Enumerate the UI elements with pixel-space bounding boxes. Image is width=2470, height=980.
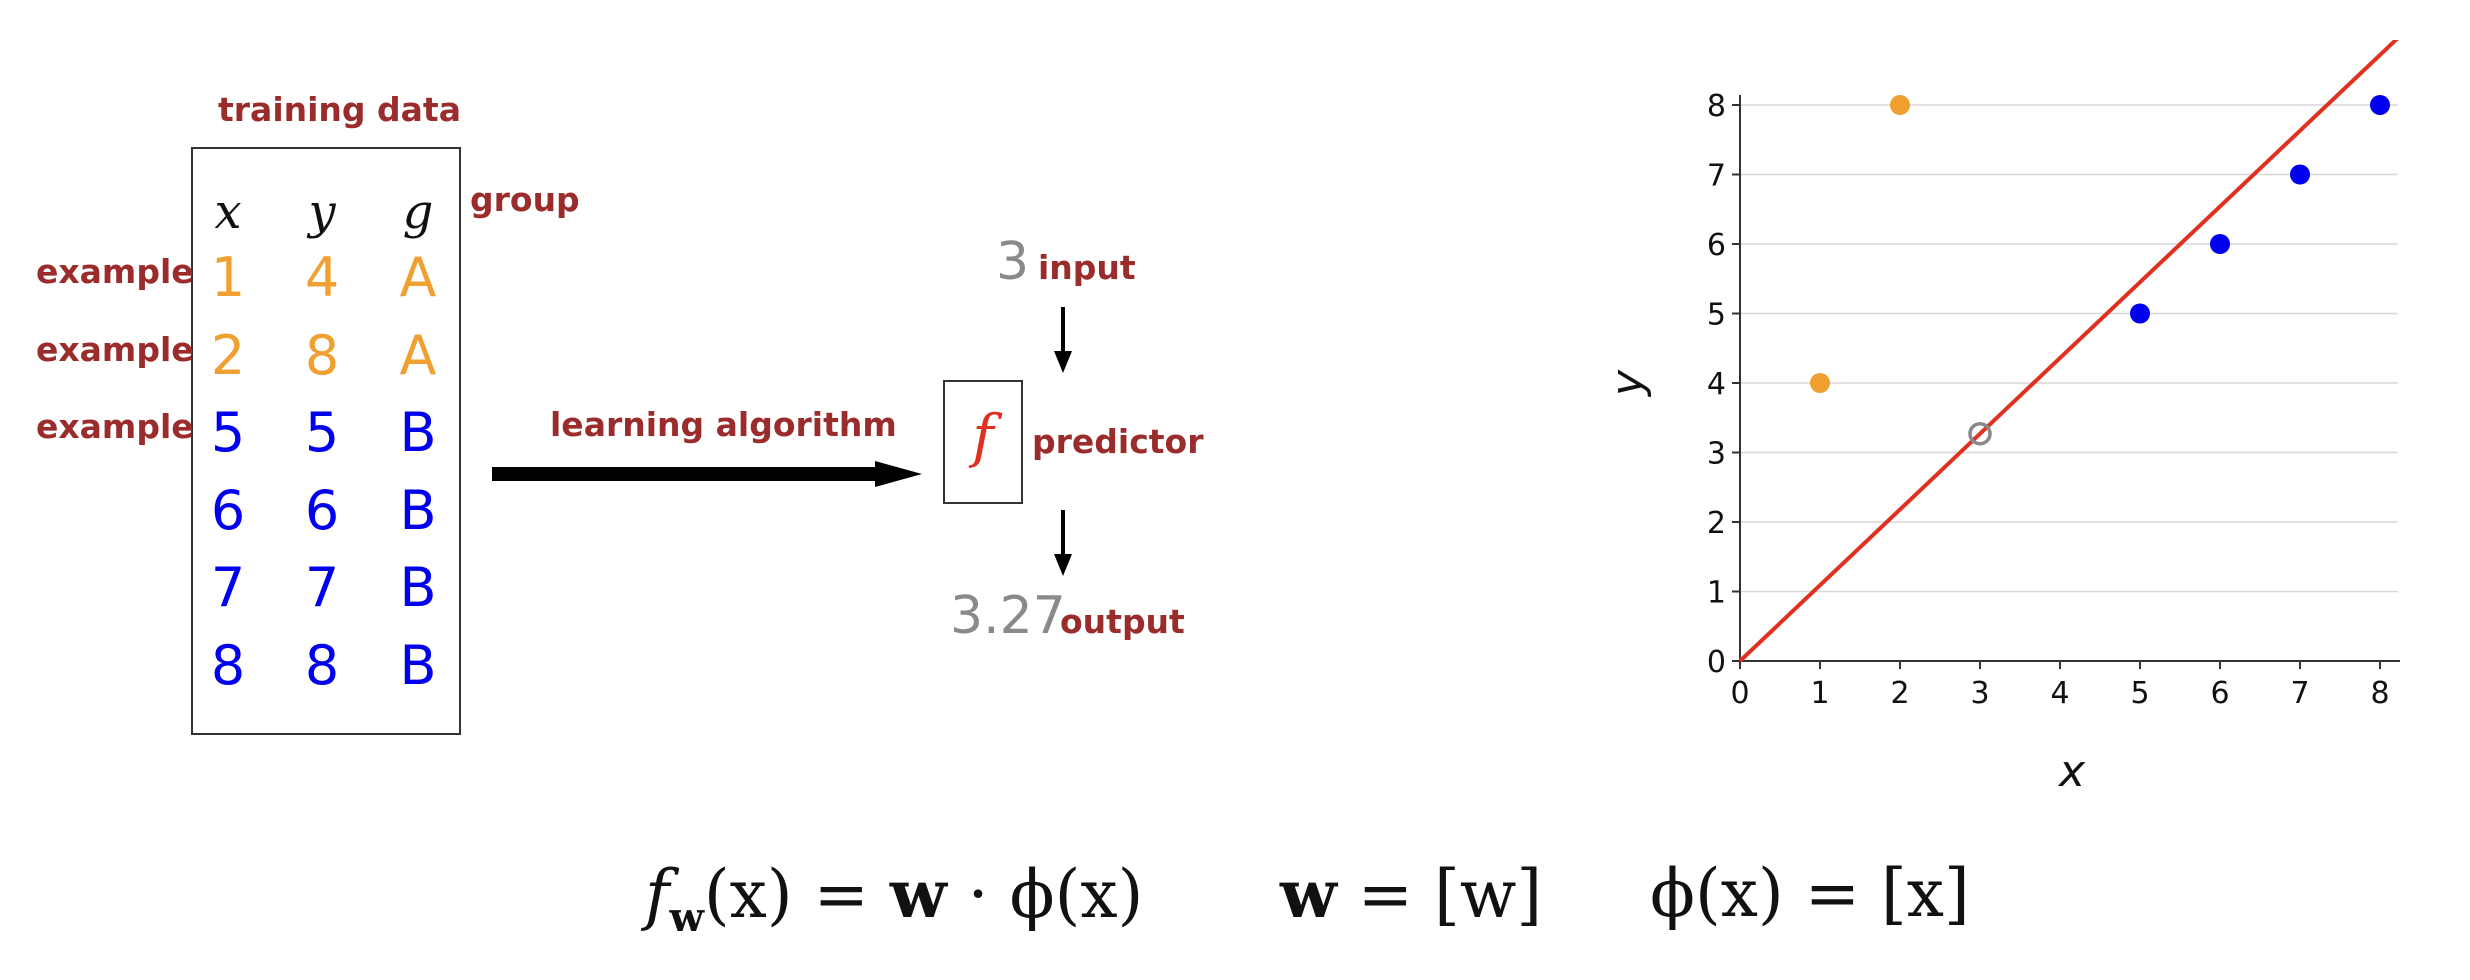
x-tick-label: 7 bbox=[2290, 676, 2309, 711]
training-data-table bbox=[191, 147, 461, 735]
formula-weights-rhs: = [w] bbox=[1336, 856, 1543, 933]
table-cell-g: B bbox=[399, 556, 437, 619]
x-tick-label: 2 bbox=[1890, 676, 1909, 711]
input-label: input bbox=[1038, 248, 1136, 287]
y-axis-label: y bbox=[1602, 369, 1653, 398]
table-cell-g: A bbox=[399, 324, 437, 387]
query-point bbox=[1968, 421, 1992, 446]
y-tick-label: 2 bbox=[1707, 506, 1726, 541]
table-cell-x: 5 bbox=[210, 401, 246, 464]
example-label-3: example bbox=[36, 407, 194, 446]
table-cell-y: 5 bbox=[304, 401, 340, 464]
data-point-group-b bbox=[2130, 303, 2150, 324]
y-tick-label: 0 bbox=[1707, 645, 1726, 680]
formula-w: w bbox=[889, 855, 947, 933]
table-cell-x: 2 bbox=[210, 324, 246, 387]
y-tick-label: 7 bbox=[1707, 159, 1726, 194]
data-point-group-b bbox=[2210, 234, 2230, 254]
predictor-symbol: f bbox=[972, 402, 994, 470]
predictor-label: predictor bbox=[1032, 422, 1204, 461]
formula-weights-w: w bbox=[1280, 855, 1337, 933]
table-cell-y: 8 bbox=[304, 634, 340, 697]
x-tick-label: 6 bbox=[2210, 676, 2229, 711]
formula-model: fw(x) = w · ϕ(x) bbox=[645, 855, 1143, 941]
input-value: 3 bbox=[996, 232, 1030, 292]
table-cell-y: 8 bbox=[304, 324, 340, 387]
formula-f: f bbox=[645, 856, 670, 933]
y-tick-label: 6 bbox=[1707, 228, 1726, 263]
table-cell-x: 7 bbox=[210, 556, 246, 619]
formula-rhs: (x) = bbox=[703, 856, 890, 933]
output-value: 3.27 bbox=[950, 586, 1066, 646]
x-tick-label: 3 bbox=[1970, 676, 1989, 711]
table-cell-x: 1 bbox=[210, 246, 246, 309]
y-tick-label: 8 bbox=[1707, 89, 1726, 124]
formula-dot-phi: · ϕ(x) bbox=[946, 856, 1144, 933]
data-point-group-b bbox=[2290, 164, 2310, 185]
predictor-box bbox=[943, 380, 1023, 504]
header-x: x bbox=[214, 184, 242, 240]
table-cell-g: B bbox=[399, 479, 437, 542]
x-tick-label: 8 bbox=[2370, 676, 2389, 711]
header-y: y bbox=[308, 184, 336, 240]
y-tick-label: 3 bbox=[1707, 437, 1726, 472]
table-cell-g: A bbox=[399, 246, 437, 309]
data-point-group-a bbox=[1810, 373, 1830, 393]
table-cell-x: 8 bbox=[210, 634, 246, 697]
data-point-group-a bbox=[1890, 95, 1910, 115]
group-label: group bbox=[470, 180, 580, 219]
formula-weights: w = [w] bbox=[1280, 855, 1542, 933]
table-cell-y: 7 bbox=[304, 556, 340, 619]
fit-line bbox=[1738, 40, 2399, 663]
y-tick-label: 4 bbox=[1707, 367, 1726, 402]
x-tick-label: 5 bbox=[2130, 676, 2149, 711]
x-tick-label: 0 bbox=[1730, 676, 1749, 711]
example-label-1: example bbox=[36, 252, 194, 291]
example-label-2: example bbox=[36, 330, 194, 369]
x-axis-label: x bbox=[2057, 746, 2086, 797]
scatter-chart: 0 1 2 3 4 5 6 7 8 0 1 2 3 4 5 6 7 8 x y bbox=[1602, 40, 2400, 797]
learning-arrow bbox=[492, 461, 922, 487]
output-arrow bbox=[1054, 510, 1072, 576]
formula-w-sub: w bbox=[669, 894, 704, 942]
x-tick-label: 1 bbox=[1810, 676, 1829, 711]
y-tick-label: 1 bbox=[1707, 576, 1726, 611]
table-cell-g: B bbox=[399, 401, 437, 464]
input-arrow bbox=[1054, 307, 1072, 373]
formula-features: ϕ(x) = [x] bbox=[1650, 855, 1970, 932]
table-cell-y: 4 bbox=[304, 246, 340, 309]
training-data-title: training data bbox=[218, 90, 461, 129]
learning-algorithm-label: learning algorithm bbox=[550, 405, 897, 444]
data-point-group-b bbox=[2370, 95, 2390, 115]
table-cell-y: 6 bbox=[304, 479, 340, 542]
table-cell-x: 6 bbox=[210, 479, 246, 542]
x-tick-label: 4 bbox=[2050, 676, 2069, 711]
table-cell-g: B bbox=[399, 634, 437, 697]
output-label: output bbox=[1060, 602, 1185, 641]
y-tick-label: 5 bbox=[1707, 298, 1726, 333]
header-g: g bbox=[402, 184, 434, 240]
